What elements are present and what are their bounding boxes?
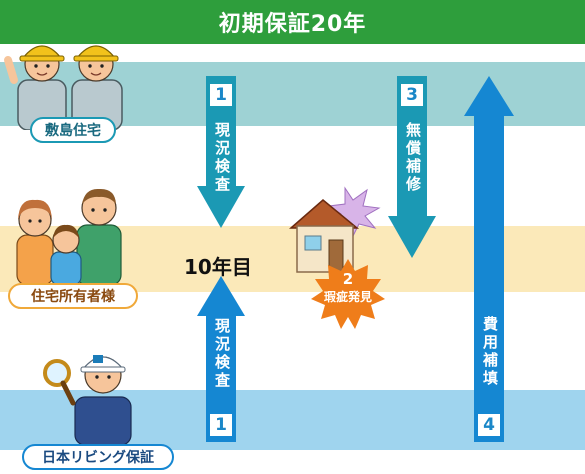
- defect-number: 2: [342, 270, 354, 288]
- title-bar: 初期保証20年: [0, 0, 585, 44]
- family-illustration: [16, 188, 122, 285]
- magnifying-glass-icon: [43, 359, 76, 406]
- step-number-1-top: 1: [210, 84, 232, 106]
- owner-label: 住宅所有者様: [8, 283, 138, 309]
- inspector-illustration: [43, 355, 132, 445]
- arrow-text-inspection-bottom: 現況検査: [213, 318, 231, 390]
- defect-found-badge: [311, 259, 385, 329]
- construction-workers-illustration: [4, 45, 123, 130]
- house-illustration: [289, 186, 381, 273]
- mother: [16, 199, 54, 285]
- step-number-3: 3: [401, 84, 423, 106]
- father: [76, 188, 122, 285]
- guarantor-label: 日本リビング保証: [22, 444, 174, 470]
- tenth-year-label: 10年目: [184, 255, 252, 279]
- child: [50, 224, 82, 285]
- arrow-cost-compensation-up: [464, 76, 514, 442]
- step-number-4: 4: [478, 414, 500, 436]
- arrow-free-repair-down: [388, 76, 436, 258]
- arrow-inspection-down: [197, 76, 245, 228]
- helmet-logo-icon: [93, 355, 103, 363]
- step-number-1-bottom: 1: [210, 414, 232, 436]
- arrow-text-cost-compensation: 費用補填: [481, 316, 499, 388]
- arrow-text-free-repair: 無償補修: [404, 122, 422, 194]
- arrow-text-inspection-top: 現況検査: [213, 122, 231, 194]
- arrow-inspection-up: [197, 276, 245, 442]
- title-text: 初期保証20年: [218, 12, 367, 37]
- defect-text: 瑕疵発見: [323, 290, 372, 304]
- builder-label: 敷島住宅: [30, 117, 116, 143]
